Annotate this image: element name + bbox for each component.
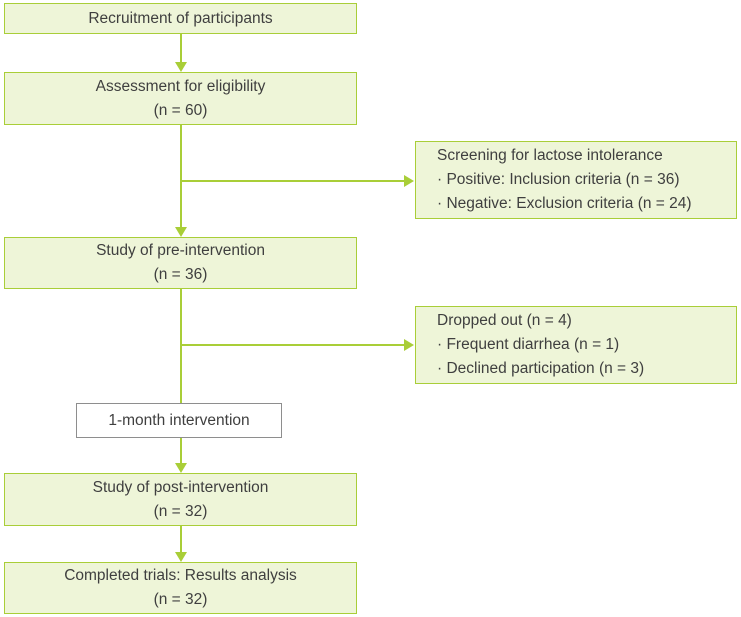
box-screening-title: Screening for lactose intolerance — [437, 147, 663, 164]
box-completed: Completed trials: Results analysis (n = … — [4, 562, 357, 614]
box-pre-intervention: Study of pre-intervention (n = 36) — [4, 237, 357, 289]
box-post-intervention-line1: Study of post-intervention — [92, 478, 269, 496]
box-screening-bullet-positive: · Positive: Inclusion criteria (n = 36) — [437, 171, 680, 188]
box-post-intervention-count: (n = 32) — [153, 502, 208, 520]
box-post-intervention: Study of post-intervention (n = 32) — [4, 473, 357, 526]
arrowhead-down-icon — [175, 463, 187, 473]
connector-branch-droppedout — [181, 344, 405, 346]
arrowhead-down-icon — [175, 227, 187, 237]
box-dropped-out: Dropped out (n = 4) · Frequent diarrhea … — [415, 306, 737, 384]
box-dropped-out-bullet-declined: · Declined participation (n = 3) — [437, 360, 645, 377]
box-intervention: 1-month intervention — [76, 403, 282, 438]
box-screening: Screening for lactose intolerance · Posi… — [415, 141, 737, 219]
connector-postintervention-completed — [180, 526, 182, 553]
box-recruitment-label: Recruitment of participants — [88, 9, 273, 27]
connector-branch-screening — [181, 180, 405, 182]
box-assessment: Assessment for eligibility (n = 60) — [4, 72, 357, 125]
connector-assessment-preintervention — [180, 125, 182, 228]
box-dropped-out-bullet-diarrhea: · Frequent diarrhea (n = 1) — [437, 336, 620, 353]
box-intervention-label: 1-month intervention — [108, 411, 250, 429]
arrowhead-right-icon — [404, 175, 414, 187]
box-completed-count: (n = 32) — [153, 591, 208, 608]
connector-recruitment-assessment — [180, 34, 182, 63]
box-pre-intervention-count: (n = 36) — [153, 266, 208, 283]
arrowhead-down-icon — [175, 62, 187, 72]
box-assessment-count: (n = 60) — [153, 101, 208, 119]
box-recruitment: Recruitment of participants — [4, 3, 357, 34]
connector-preintervention-postintervention — [180, 289, 182, 464]
box-assessment-line1: Assessment for eligibility — [95, 77, 266, 95]
box-completed-line1: Completed trials: Results analysis — [64, 567, 297, 584]
arrowhead-right-icon — [404, 339, 414, 351]
box-dropped-out-title: Dropped out (n = 4) — [437, 312, 572, 329]
arrowhead-down-icon — [175, 552, 187, 562]
box-pre-intervention-line1: Study of pre-intervention — [96, 242, 265, 259]
box-screening-bullet-negative: · Negative: Exclusion criteria (n = 24) — [437, 195, 692, 212]
